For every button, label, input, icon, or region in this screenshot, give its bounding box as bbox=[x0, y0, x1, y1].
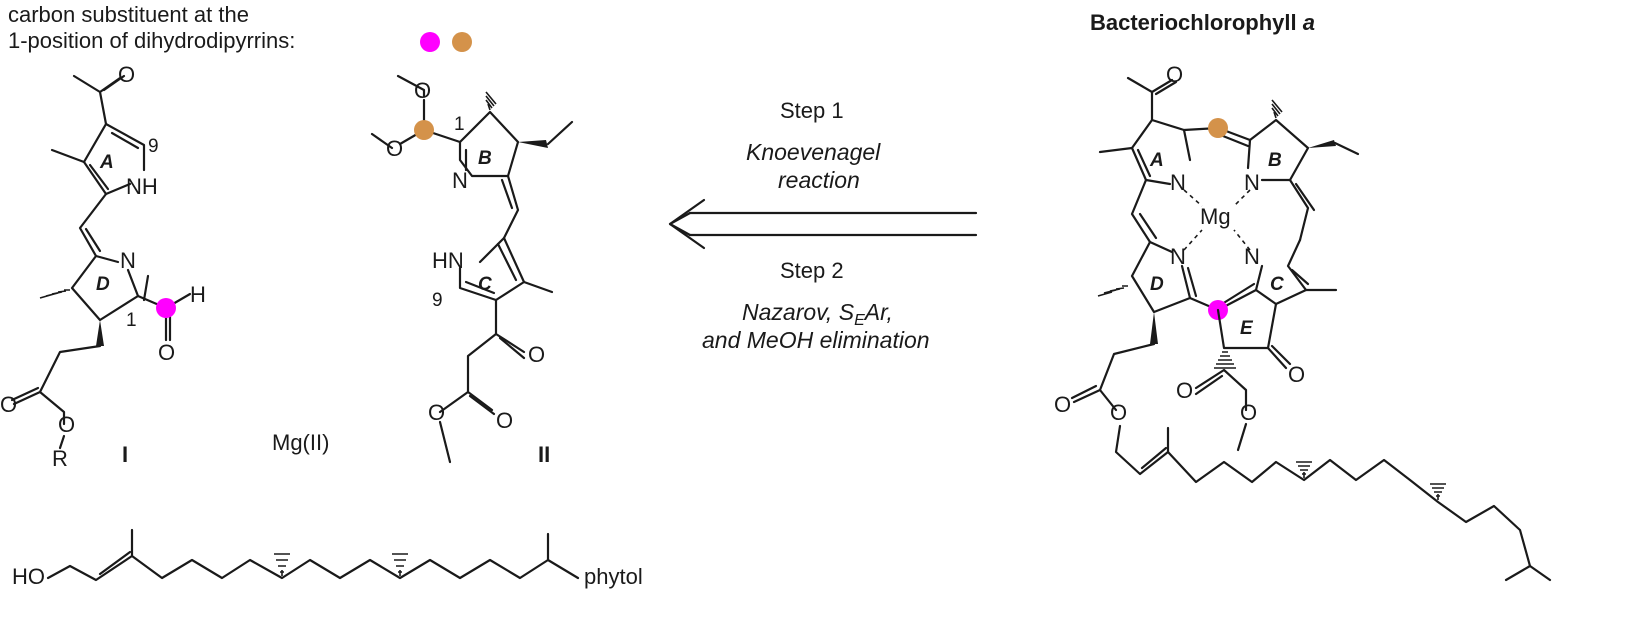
compound-II-ester-O2: O bbox=[496, 408, 513, 433]
mg-ii-reagent: Mg(II) bbox=[272, 430, 329, 455]
legend-magenta-dot bbox=[420, 32, 440, 52]
step-2-detail-1a: Nazarov, S bbox=[742, 299, 855, 325]
compound-II-ketone-O: O bbox=[528, 342, 545, 367]
compound-II-ester-O1: O bbox=[428, 400, 445, 425]
compound-I-position-9: 9 bbox=[148, 136, 159, 157]
product-N-C: N bbox=[1244, 244, 1260, 269]
phytol-structure: HO phytol bbox=[12, 528, 643, 589]
bacteriochlorophyll-a: O A N B N Mg N D bbox=[1054, 62, 1552, 582]
product-N-B: N bbox=[1244, 170, 1260, 195]
compound-II-OMe-O1: O bbox=[414, 78, 431, 103]
compound-I-aldehyde-H: H bbox=[190, 282, 206, 307]
step-2-label: Step 2 bbox=[780, 258, 844, 283]
product-ketone-O: O bbox=[1288, 362, 1305, 387]
product-orange-dot bbox=[1208, 118, 1228, 138]
product-ring-D-label: D bbox=[1150, 274, 1164, 295]
compound-II-ring-B-label: B bbox=[478, 148, 492, 169]
product-title-italic: a bbox=[1303, 10, 1315, 35]
product-ring-A-label: A bbox=[1149, 150, 1164, 171]
legend-line-1: carbon substituent at the bbox=[8, 2, 249, 27]
product-N-A: N bbox=[1170, 170, 1186, 195]
legend: carbon substituent at the 1-position of … bbox=[8, 2, 472, 53]
retro-arrow bbox=[668, 198, 978, 250]
product-title: Bacteriochlorophyll a bbox=[1090, 10, 1315, 35]
compound-II-label: II bbox=[538, 442, 550, 467]
step-2-detail-line-1: Nazarov, SEAr, bbox=[742, 299, 893, 329]
compound-I-N: N bbox=[120, 248, 136, 273]
compound-I: O A 9 NH N D 1 H O O O R I bbox=[0, 62, 206, 471]
compound-II-orange-dot bbox=[414, 120, 434, 140]
compound-II-HN: HN bbox=[432, 248, 464, 273]
product-N-D: N bbox=[1170, 244, 1186, 269]
step-2-detail-line-2: and MeOH elimination bbox=[702, 327, 930, 353]
product-ring-C-label: C bbox=[1270, 274, 1284, 295]
phytol-HO: HO bbox=[12, 564, 45, 589]
compound-II-position-1: 1 bbox=[454, 114, 465, 135]
compound-II: O O 1 N B HN C 9 O O O II bbox=[370, 74, 574, 467]
compound-II-OMe-O2: O bbox=[386, 136, 403, 161]
product-Mg: Mg bbox=[1200, 204, 1231, 229]
compound-II-ring-C-label: C bbox=[478, 274, 492, 295]
product-ring-E-label: E bbox=[1240, 318, 1254, 339]
step-2-detail-1b: Ar, bbox=[863, 299, 893, 325]
product-phytyl-O2: O bbox=[1110, 400, 1127, 425]
product-title-main: Bacteriochlorophyll bbox=[1090, 10, 1303, 35]
compound-I-ketone-O: O bbox=[118, 62, 135, 87]
compound-I-ring-A-label: A bbox=[99, 152, 114, 173]
compound-I-ester-O1: O bbox=[0, 392, 17, 417]
step-1-detail-line-2: reaction bbox=[778, 167, 860, 193]
compound-I-aldehyde-O: O bbox=[158, 340, 175, 365]
product-phytyl-O1: O bbox=[1054, 392, 1071, 417]
product-ring-B-label: B bbox=[1268, 150, 1282, 171]
compound-I-ring-D-label: D bbox=[96, 274, 110, 295]
compound-I-R: R bbox=[52, 446, 68, 471]
step-1-label: Step 1 bbox=[780, 98, 844, 123]
product-ester-O1: O bbox=[1176, 378, 1193, 403]
product-acetyl-O: O bbox=[1166, 62, 1183, 87]
legend-orange-dot bbox=[452, 32, 472, 52]
compound-I-NH: NH bbox=[126, 174, 158, 199]
compound-II-N: N bbox=[452, 168, 468, 193]
legend-line-2: 1-position of dihydrodipyrrins: bbox=[8, 28, 295, 53]
compound-II-position-9: 9 bbox=[432, 290, 443, 311]
compound-I-label: I bbox=[122, 442, 128, 467]
compound-I-position-1: 1 bbox=[126, 310, 137, 331]
product-ester-O2: O bbox=[1240, 400, 1257, 425]
step-1-detail-line-1: Knoevenagel bbox=[746, 139, 881, 165]
compound-I-magenta-dot bbox=[156, 298, 176, 318]
phytol-label: phytol bbox=[584, 564, 643, 589]
step-2-detail-subscript: E bbox=[854, 312, 865, 329]
compound-I-ester-O2: O bbox=[58, 412, 75, 437]
